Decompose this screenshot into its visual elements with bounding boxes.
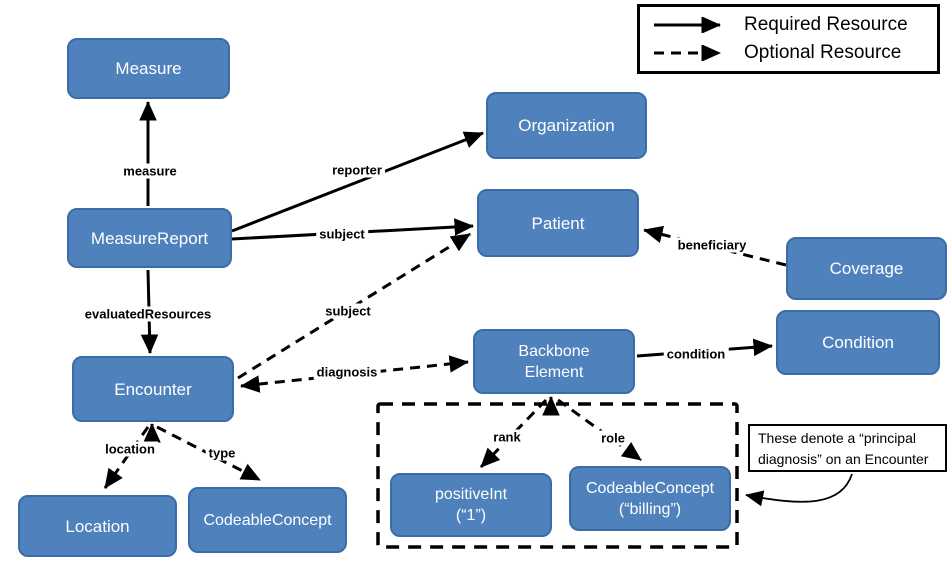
node-condition: Condition	[776, 310, 940, 375]
edge-label-beneficiary: beneficiary	[674, 237, 750, 253]
node-backbone-element: Backbone Element	[473, 329, 635, 394]
node-condition-label: Condition	[822, 333, 894, 352]
node-positive-int: positiveInt (“1”)	[390, 473, 552, 537]
callout-note: These denote a “principal diagnosis” on …	[748, 424, 947, 472]
edge-label-diagnosis: diagnosis	[313, 364, 381, 380]
node-measure-report-label: MeasureReport	[90, 228, 209, 248]
node-codeable-concept-billing-label-line2: (“billing”)	[618, 500, 682, 518]
edge-label-rank: rank	[490, 429, 524, 445]
node-codeable-concept-billing-label-line1: CodeableConcept	[585, 479, 715, 497]
legend-optional-label: Optional Resource	[744, 41, 902, 63]
node-backbone-element-label-line2: Element	[524, 363, 584, 381]
edge-location	[103, 426, 150, 489]
node-codeable-concept-billing: CodeableConcept (“billing”)	[569, 466, 731, 531]
node-location: Location	[18, 495, 177, 557]
node-measure-report: MeasureReport	[67, 208, 232, 268]
edge-label-condition: condition	[663, 346, 729, 362]
node-location-label: Location	[65, 516, 130, 536]
node-measure: Measure	[67, 38, 230, 99]
node-coverage-label: Coverage	[829, 259, 904, 278]
edge-label-type: type	[205, 445, 239, 461]
node-organization: Organization	[486, 92, 647, 159]
legend: Required Resource Optional Resource	[637, 4, 940, 74]
required-arrow-icon	[654, 17, 721, 34]
legend-required-label: Required Resource	[744, 14, 908, 36]
callout-pointer-arrow	[745, 473, 853, 507]
optional-arrow-icon	[654, 44, 721, 61]
node-coverage: Coverage	[786, 237, 947, 300]
edge-diagnosis	[240, 355, 469, 393]
node-backbone-element-label-line1: Backbone	[518, 342, 590, 360]
legend-row-required: Required Resource	[650, 14, 931, 36]
node-encounter: Encounter	[72, 356, 234, 422]
node-positive-int-label-line1: positiveInt	[434, 486, 508, 503]
node-patient-label: Patient	[531, 213, 585, 233]
node-patient: Patient	[477, 189, 639, 257]
edge-label-reporter: reporter	[329, 162, 385, 178]
node-positive-int-label-line2: (“1”)	[455, 507, 487, 524]
callout-note-text: These denote a “principal diagnosis” on …	[758, 430, 929, 467]
edge-label-location: location	[102, 441, 158, 457]
edge-label-subject-required: subject	[316, 226, 368, 242]
node-organization-label: Organization	[518, 116, 615, 135]
edge-label-subject-optional: subject	[322, 303, 374, 319]
node-codeable-concept: CodeableConcept	[188, 487, 347, 553]
edge-role	[557, 398, 642, 462]
node-encounter-label: Encounter	[114, 379, 192, 399]
edge-label-evaluated-resources: evaluatedResources	[81, 306, 215, 322]
node-codeable-concept-label: CodeableConcept	[203, 511, 332, 529]
edge-rank	[479, 398, 548, 469]
edge-reporter	[231, 131, 484, 233]
edge-label-role: role	[598, 430, 628, 446]
node-measure-label: Measure	[115, 59, 182, 78]
edge-label-measure: measure	[120, 163, 180, 179]
legend-row-optional: Optional Resource	[650, 42, 931, 64]
